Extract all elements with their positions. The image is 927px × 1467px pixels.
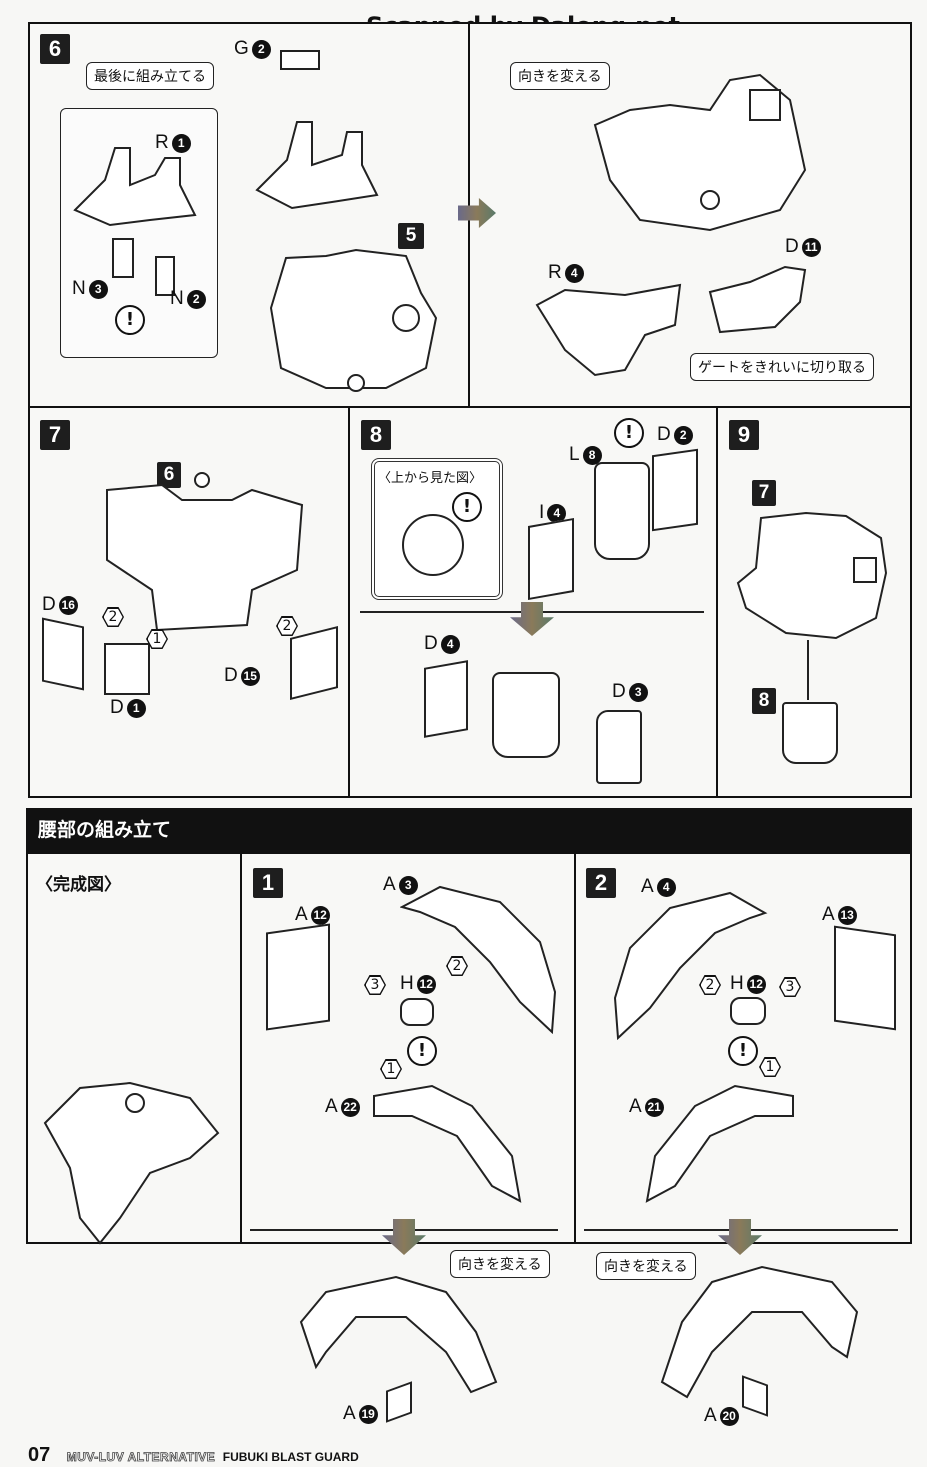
ref-step-8: 8 bbox=[752, 688, 776, 714]
order-2: 2 bbox=[699, 975, 721, 995]
part-d11 bbox=[708, 265, 807, 334]
part-d15 bbox=[290, 626, 338, 700]
page-number: 07 bbox=[28, 1444, 51, 1466]
part-a13 bbox=[834, 925, 896, 1031]
part-a21 bbox=[645, 1084, 794, 1203]
waist-assembly-step2 bbox=[660, 1265, 859, 1399]
turn-around-note-step2: 向きを変える bbox=[596, 1252, 696, 1280]
order-1: 1 bbox=[380, 1059, 402, 1079]
body-assembly-step9 bbox=[736, 511, 888, 640]
body-assembly-rotated bbox=[593, 73, 807, 232]
turn-around-note: 向きを変える bbox=[510, 62, 610, 90]
ref-step-7: 7 bbox=[752, 480, 776, 506]
product-name: FUBUKI BLAST GUARD bbox=[222, 1450, 359, 1464]
waist-step-number-2: 2 bbox=[586, 868, 616, 898]
part-l8-complete bbox=[782, 702, 838, 764]
turn-around-note-step1: 向きを変える bbox=[450, 1250, 550, 1278]
part-h12 bbox=[400, 998, 434, 1026]
order-1: 1 bbox=[146, 629, 168, 649]
top-view-part bbox=[402, 514, 464, 576]
part-a12 bbox=[266, 923, 330, 1031]
part-r4 bbox=[535, 283, 682, 377]
warning-icon-top-view: ! bbox=[452, 492, 482, 522]
part-n2 bbox=[155, 256, 175, 296]
step-number-9: 9 bbox=[729, 420, 759, 450]
part-a3 bbox=[400, 885, 557, 1034]
waist-step-number-1: 1 bbox=[253, 868, 283, 898]
section-header: 腰部の組み立て bbox=[26, 808, 912, 858]
completed-label: 〈完成図〉 bbox=[36, 875, 121, 895]
top-view-label: 〈上から見た図〉 bbox=[378, 471, 483, 486]
warning-icon-l8: ! bbox=[614, 418, 644, 448]
part-a22 bbox=[373, 1084, 522, 1203]
cut-gate-note: ゲートをきれいに切り取る bbox=[690, 353, 874, 381]
part-r1-assembled bbox=[255, 121, 379, 210]
body-front-view bbox=[106, 472, 304, 632]
assemble-last-note: 最後に組み立てる bbox=[86, 62, 214, 90]
body-assembly bbox=[269, 248, 438, 392]
warning-icon-h12: ! bbox=[407, 1036, 437, 1066]
order-3: 3 bbox=[364, 975, 386, 995]
completed-waist-illustration bbox=[43, 1081, 220, 1245]
part-n3 bbox=[112, 238, 134, 278]
part-h12-step2 bbox=[730, 997, 766, 1025]
part-d4 bbox=[424, 660, 468, 738]
warning-icon-h12-step2: ! bbox=[728, 1036, 758, 1066]
ref-step-6: 6 bbox=[157, 462, 181, 488]
part-l8-assembled bbox=[492, 672, 560, 758]
part-d3 bbox=[596, 710, 642, 784]
part-d2 bbox=[652, 448, 698, 532]
order-3: 3 bbox=[779, 977, 801, 997]
order-1: 1 bbox=[759, 1057, 781, 1077]
order-2: 2 bbox=[446, 956, 468, 976]
part-l8 bbox=[594, 462, 650, 560]
part-a4 bbox=[613, 891, 768, 1040]
part-r1 bbox=[73, 147, 197, 227]
step-number-7: 7 bbox=[40, 420, 70, 450]
step-number-6: 6 bbox=[40, 34, 70, 64]
part-d16 bbox=[42, 617, 84, 691]
warning-icon: ! bbox=[115, 305, 145, 335]
series-name: MUV-LUV ALTERNATIVE bbox=[66, 1450, 216, 1465]
step-number-8: 8 bbox=[361, 420, 391, 450]
assembly-arrow bbox=[807, 640, 809, 700]
part-d1 bbox=[104, 643, 150, 695]
order-2-left: 2 bbox=[102, 607, 124, 627]
part-g2 bbox=[280, 50, 320, 70]
order-2-right: 2 bbox=[276, 616, 298, 636]
ref-step-5: 5 bbox=[398, 223, 424, 249]
waist-assembly-step1 bbox=[299, 1275, 498, 1394]
part-i4 bbox=[528, 517, 574, 601]
footer: 07 MUV-LUV ALTERNATIVE FUBUKI BLAST GUAR… bbox=[28, 1444, 359, 1467]
